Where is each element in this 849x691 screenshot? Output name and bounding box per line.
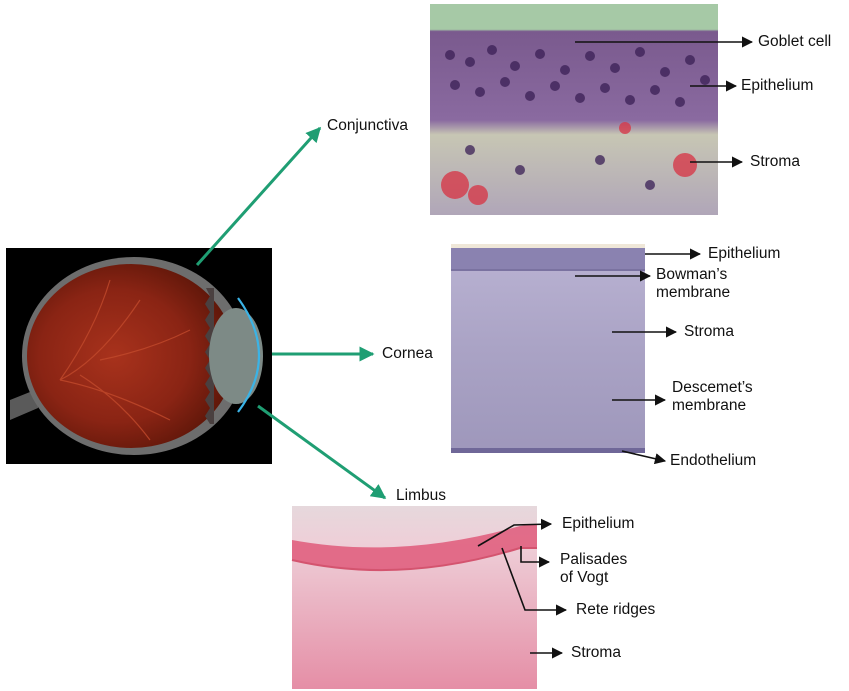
limbus-epithelium-label: Epithelium	[562, 515, 634, 533]
palisades-label-line2: of Vogt	[560, 569, 627, 587]
limbus-stroma-label: Stroma	[571, 644, 621, 662]
conjunctiva-stroma-label: Stroma	[750, 153, 800, 171]
conjunctiva-connector-arrow	[197, 128, 320, 265]
palisades-label-line1: Palisades	[560, 551, 627, 569]
limbus-connector-arrow	[258, 406, 385, 498]
cornea-descemets-membrane-label: Descemet’s membrane	[672, 379, 753, 415]
conjunctiva-label: Conjunctiva	[327, 117, 408, 135]
bowmans-label-line1: Bowman’s	[656, 266, 730, 284]
lens	[209, 308, 263, 404]
descemets-label-line1: Descemet’s	[672, 379, 753, 397]
limbus-palisades-of-vogt-label: Palisades of Vogt	[560, 551, 627, 587]
cornea-stroma-label: Stroma	[684, 323, 734, 341]
conjunctiva-histology-image	[430, 4, 718, 215]
descemets-label-line2: membrane	[672, 397, 753, 415]
retina	[27, 264, 235, 448]
cornea-bowmans-membrane-label: Bowman’s membrane	[656, 266, 730, 302]
cornea-label: Cornea	[382, 345, 433, 363]
limbus-label: Limbus	[396, 487, 446, 505]
conjunctiva-epithelium-label: Epithelium	[741, 77, 813, 95]
limbus-rete-ridges-label: Rete ridges	[576, 601, 655, 619]
cornea-endothelium-label: Endothelium	[670, 452, 756, 470]
bowmans-label-line2: membrane	[656, 284, 730, 302]
conjunctiva-goblet-cell-label: Goblet cell	[758, 33, 831, 51]
eye-cross-section	[6, 248, 272, 464]
cornea-epithelium-label: Epithelium	[708, 245, 780, 263]
